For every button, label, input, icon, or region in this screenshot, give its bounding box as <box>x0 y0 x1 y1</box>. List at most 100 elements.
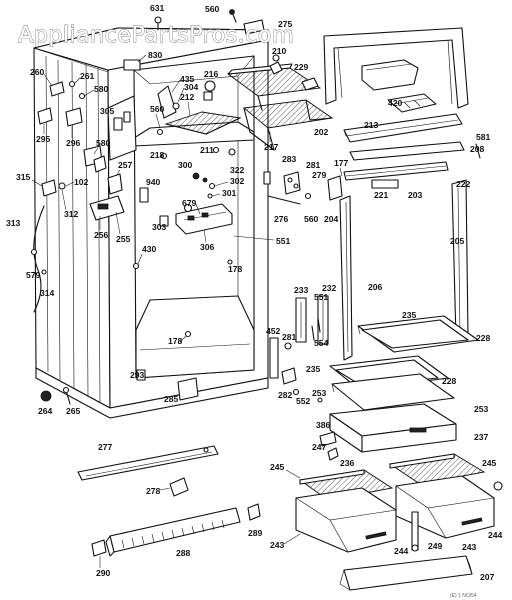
label-213: 213 <box>364 120 379 130</box>
label-285: 285 <box>164 394 179 404</box>
label-303: 303 <box>152 222 167 232</box>
label-281: 281 <box>306 160 321 170</box>
label-222: 222 <box>456 179 471 189</box>
label-300: 300 <box>178 160 193 170</box>
label-304: 304 <box>184 82 199 92</box>
label-279: 279 <box>312 170 327 180</box>
label-293: 293 <box>130 370 145 380</box>
label-235a: 235 <box>402 310 417 320</box>
label-204: 204 <box>324 214 339 224</box>
label-232: 232 <box>322 283 337 293</box>
freezer-door-frame <box>323 27 469 109</box>
label-203: 203 <box>408 190 423 200</box>
ice-bin <box>361 59 437 113</box>
label-302: 302 <box>230 176 245 186</box>
label-229: 229 <box>294 62 309 72</box>
label-301: 301 <box>222 188 237 198</box>
label-245b: 245 <box>482 458 497 468</box>
label-247: 247 <box>312 442 327 452</box>
label-283: 283 <box>282 154 297 164</box>
bottom-rail-277 <box>77 445 219 481</box>
label-256: 256 <box>94 230 109 240</box>
label-178b: 178 <box>168 336 183 346</box>
label-212: 212 <box>180 92 195 102</box>
part-278 <box>169 477 189 497</box>
label-236: 236 <box>340 458 355 468</box>
label-435: 435 <box>180 74 195 84</box>
label-560c: 560 <box>304 214 319 224</box>
label-228a: 228 <box>476 333 491 343</box>
rail-206 <box>339 195 353 361</box>
label-295: 295 <box>36 134 51 144</box>
label-237: 237 <box>474 432 489 442</box>
part-289 <box>247 503 261 521</box>
small-fasteners <box>281 317 323 403</box>
label-560b: 560 <box>150 104 165 114</box>
label-322: 322 <box>230 165 245 175</box>
label-102: 102 <box>74 177 89 187</box>
label-243b: 243 <box>462 542 477 552</box>
part-560 <box>156 128 164 136</box>
drawer-stop-parts <box>319 431 339 461</box>
label-276: 276 <box>274 214 289 224</box>
leveling-feet <box>40 386 71 405</box>
label-281b: 281 <box>282 332 297 342</box>
label-940: 940 <box>146 177 161 187</box>
footer-code: (E) 1 NO/54 <box>450 593 477 599</box>
label-207: 207 <box>480 572 495 582</box>
label-221: 221 <box>374 190 389 200</box>
label-313: 313 <box>6 218 21 228</box>
label-244b: 244 <box>488 530 503 540</box>
label-217: 217 <box>264 142 279 152</box>
trim-strips <box>343 141 465 181</box>
label-233: 233 <box>294 285 309 295</box>
part-244 <box>493 481 503 491</box>
label-560a: 560 <box>205 4 220 14</box>
part-216-base <box>203 91 213 101</box>
label-580b: 580 <box>96 138 111 148</box>
part-216 <box>204 80 216 92</box>
label-551b: 551 <box>314 292 329 302</box>
label-275: 275 <box>278 19 293 29</box>
screw-581 <box>475 143 481 159</box>
label-580a: 580 <box>94 84 109 94</box>
door-stop-parts <box>263 171 343 205</box>
meat-drawer-237 <box>329 403 457 453</box>
label-296: 296 <box>66 138 81 148</box>
label-314: 314 <box>40 288 55 298</box>
label-210: 210 <box>272 46 287 56</box>
cabinet-assembly <box>33 27 279 419</box>
label-218: 218 <box>150 150 165 160</box>
label-265: 265 <box>66 406 81 416</box>
part-290 <box>91 539 107 557</box>
label-249: 249 <box>428 541 443 551</box>
label-278: 278 <box>146 486 161 496</box>
label-235b: 235 <box>306 364 321 374</box>
hinge-parts <box>229 9 319 91</box>
part-304 <box>172 102 180 110</box>
label-206: 206 <box>368 282 383 292</box>
part-labels: 631 560 830 275 210 229 260 261 580 305 … <box>6 3 503 582</box>
label-228b: 228 <box>442 376 457 386</box>
label-306: 306 <box>200 242 215 252</box>
label-289: 289 <box>248 528 263 538</box>
label-253a: 253 <box>312 388 327 398</box>
label-216: 216 <box>204 69 219 79</box>
label-177: 177 <box>334 158 349 168</box>
label-552: 552 <box>296 396 311 406</box>
crisper-drawers <box>295 475 495 553</box>
label-244a: 244 <box>394 546 409 556</box>
label-257: 257 <box>118 160 133 170</box>
label-277: 277 <box>98 442 113 452</box>
label-261: 261 <box>80 71 95 81</box>
label-305: 305 <box>100 106 115 116</box>
label-205: 205 <box>450 236 465 246</box>
crisper-covers <box>298 453 486 501</box>
label-315: 315 <box>16 172 31 182</box>
label-211: 211 <box>200 145 214 155</box>
label-255: 255 <box>116 234 131 244</box>
label-288: 288 <box>176 548 191 558</box>
label-253b: 253 <box>474 404 489 414</box>
label-260: 260 <box>30 67 45 77</box>
